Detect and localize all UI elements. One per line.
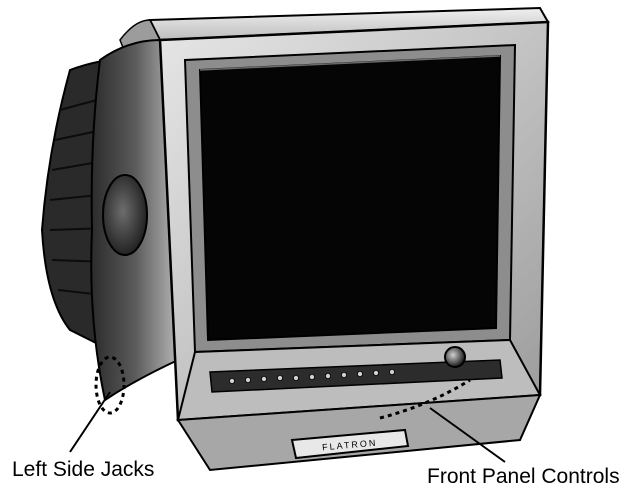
left-side-jacks-leader (70, 392, 110, 452)
side-speaker (103, 175, 147, 255)
left-side-jacks-label: Left Side Jacks (12, 458, 154, 481)
front-panel-controls-label: Front Panel Controls (427, 465, 620, 488)
power-knob (445, 347, 465, 367)
screen (200, 56, 500, 340)
